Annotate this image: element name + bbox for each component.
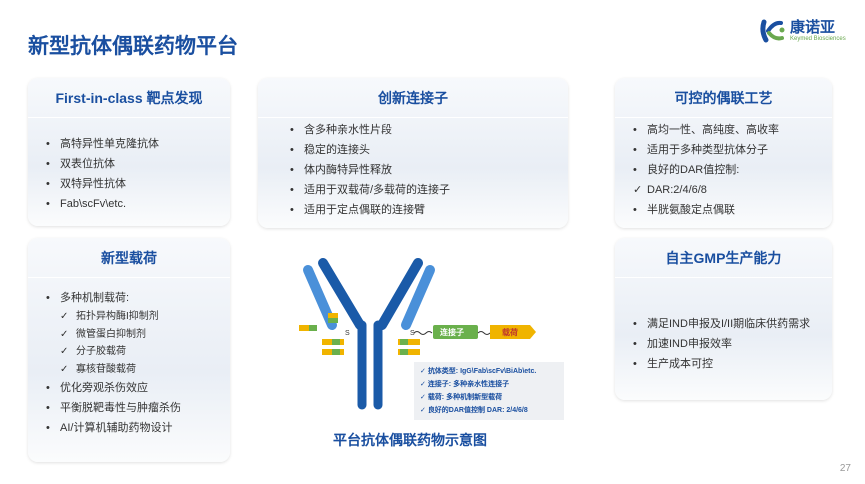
list-item: 生产成本可控 [633, 354, 832, 374]
list-subitem: 寡核苷酸载荷 [46, 361, 230, 379]
list-item: 平衡脱靶毒性与肿瘤杀伤 [46, 398, 230, 418]
list-item: 适用于定点偶联的连接臂 [290, 200, 568, 220]
list-item: 优化旁观杀伤效应 [46, 378, 230, 398]
list-item: 体内酶特异性释放 [290, 160, 568, 180]
sulfur-label: S [410, 330, 415, 337]
antibody-diagram: S S 连接子 载荷 [299, 258, 536, 410]
logo-cn: 康诺亚 [790, 19, 836, 36]
list-item: AI/计算机辅助药物设计 [46, 418, 230, 438]
list-item: 双表位抗体 [46, 154, 230, 174]
list-item: 高均一性、高纯度、高收率 [633, 120, 832, 140]
list-item: 良好的DAR值控制: [633, 160, 832, 180]
list-subitem: 微管蛋白抑制剂 [46, 326, 230, 344]
card-conjugation: 可控的偶联工艺 高均一性、高纯度、高收率 适用于多种类型抗体分子 良好的DAR值… [615, 78, 832, 228]
logo-icon [760, 19, 785, 43]
list-subitem: DAR:2/4/6/8 [633, 180, 832, 200]
card-target-discovery: First-in-class 靶点发现 高特异性单克隆抗体 双表位抗体 双特异性… [28, 78, 230, 226]
list-item: 含多种亲水性片段 [290, 120, 568, 140]
list-item: 半胱氨酸定点偶联 [633, 200, 832, 220]
sulfur-label: S [345, 330, 350, 337]
card-payload: 新型载荷 多种机制载荷: 拓扑异构酶I抑制剂 微管蛋白抑制剂 分子胶载荷 寡核苷… [28, 238, 230, 462]
legend-item: 载荷: 多种机制新型载荷 [420, 391, 558, 404]
diagram-caption: 平台抗体偶联药物示意图 [333, 432, 487, 448]
list-item: 适用于多种类型抗体分子 [633, 140, 832, 160]
list-item: 加速IND申报效率 [633, 334, 832, 354]
diagram-legend: 抗体类型: IgG\Fab\scFv\BiAb\etc. 连接子: 多种亲水性连… [414, 362, 564, 420]
page-number: 27 [839, 463, 851, 474]
card-title: 自主GMP生产能力 [615, 238, 832, 278]
list-item: 适用于双载荷/多载荷的连接子 [290, 180, 568, 200]
page-title: 新型抗体偶联药物平台 [28, 35, 238, 58]
payload-label: 载荷 [502, 327, 518, 337]
list-item: 稳定的连接头 [290, 140, 568, 160]
card-title: 新型载荷 [28, 238, 230, 278]
list-item: 多种机制载荷: [46, 288, 230, 308]
card-linker: 创新连接子 含多种亲水性片段 稳定的连接头 体内酶特异性释放 适用于双载荷/多载… [258, 78, 568, 228]
linker-label: 连接子 [440, 327, 464, 337]
list-subitem: 分子胶载荷 [46, 343, 230, 361]
list-item: 高特异性单克隆抗体 [46, 134, 230, 154]
list-item: 满足IND申报及I/II期临床供药需求 [633, 314, 832, 334]
list-item: Fab\scFv\etc. [46, 194, 230, 214]
card-title: 可控的偶联工艺 [615, 78, 832, 118]
list-item: 双特异性抗体 [46, 174, 230, 194]
list-subitem: 拓扑异构酶I抑制剂 [46, 308, 230, 326]
card-title: 创新连接子 [258, 78, 568, 118]
legend-item: 抗体类型: IgG\Fab\scFv\BiAb\etc. [420, 365, 558, 378]
card-gmp: 自主GMP生产能力 满足IND申报及I/II期临床供药需求 加速IND申报效率 … [615, 238, 832, 400]
legend-item: 连接子: 多种亲水性连接子 [420, 378, 558, 391]
legend-item: 良好的DAR值控制 DAR: 2/4/6/8 [420, 404, 558, 417]
card-title: First-in-class 靶点发现 [28, 78, 230, 118]
logo-en: Keymed Biosciences [790, 36, 846, 42]
